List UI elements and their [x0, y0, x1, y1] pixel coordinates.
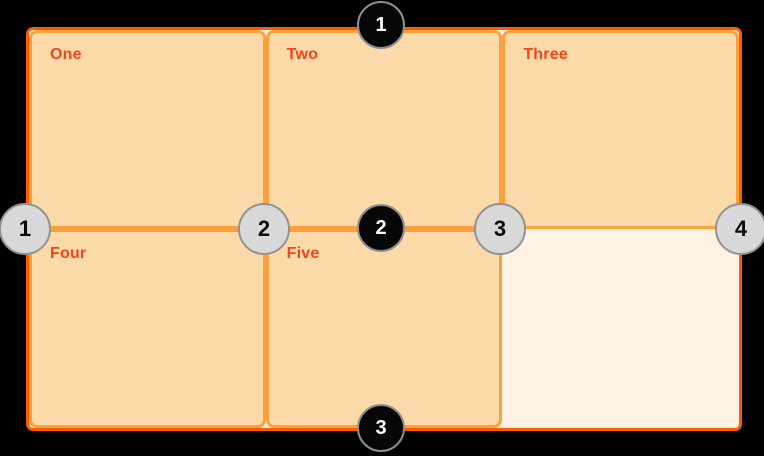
column-line-marker-3: 3	[474, 203, 526, 255]
row-line-marker-1: 1	[357, 1, 405, 49]
grid-container: One Two Three Four Five	[26, 27, 742, 431]
grid-cell-four: Four	[29, 229, 266, 428]
column-line-marker-2: 2	[238, 203, 290, 255]
column-line-marker-4: 4	[715, 203, 764, 255]
grid-cell-empty	[502, 229, 739, 428]
row-line-marker-2: 2	[357, 204, 405, 252]
grid-cell-two: Two	[265, 30, 503, 229]
grid-cell-three: Three	[502, 30, 739, 229]
row-line-marker-3: 3	[357, 404, 405, 452]
grid-cell-one: One	[29, 30, 266, 229]
grid-cell-five: Five	[265, 229, 503, 428]
column-line-marker-1: 1	[0, 203, 51, 255]
